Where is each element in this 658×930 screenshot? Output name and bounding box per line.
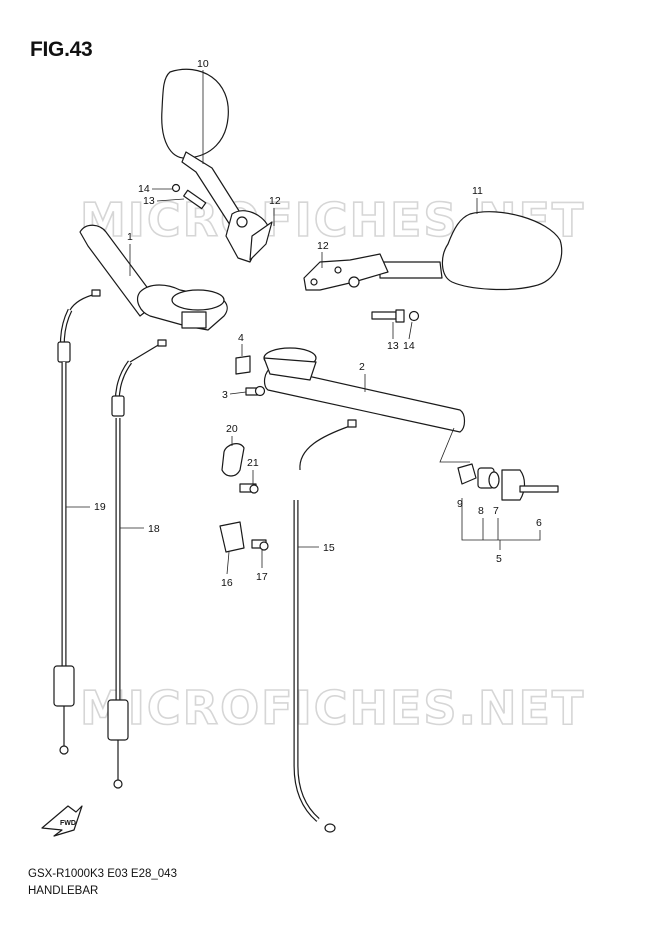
clamp-screw-17 [251,539,269,551]
cable-clip-20 [221,443,245,477]
figure-title: FIG.43 [30,38,93,61]
clip-screw-21 [239,483,259,494]
bar-end-clamp-4 [235,355,251,375]
clutch-cable-15 [293,419,357,833]
mirror-bolt-14-13-upper [171,183,207,210]
clamp-bolt-3 [245,385,266,397]
left-handlebar [79,224,228,331]
bar-end-break-leader [439,427,470,463]
callout-16: 16 [221,577,233,589]
callout-12-left: 12 [269,195,281,207]
diagram-name: HANDLEBAR [28,885,99,897]
callout-2: 2 [359,361,365,373]
bar-end-bracket-stems [482,518,501,550]
callout-1: 1 [127,231,133,243]
right-mirror [303,211,563,291]
callout-20: 20 [226,423,238,435]
callout-21: 21 [247,457,259,469]
right-handlebar [263,347,466,433]
callout-15: 15 [323,542,335,554]
callout-10: 10 [197,58,209,70]
callout-14-upper: 14 [138,183,150,195]
forward-arrow-icon: FWD [41,805,83,837]
callout-3: 3 [222,389,228,401]
throttle-cable-18 [107,339,167,789]
callout-19: 19 [94,501,106,513]
mirror-bolt-13-14-lower [371,309,420,323]
bar-end-assembly [457,463,559,501]
watermark-bottom: MICROFICHES.NET [80,681,585,735]
callout-14-lower: 14 [403,340,415,352]
left-mirror [161,68,273,263]
cable-clamp-16 [219,521,245,553]
callout-9: 9 [457,498,463,510]
bar-end-bracket [461,498,541,541]
callout-5: 5 [496,553,502,565]
callout-13-lower: 13 [387,340,399,352]
throttle-cable-19 [53,289,101,755]
callout-17: 17 [256,571,268,583]
callout-11: 11 [472,185,483,197]
callout-8: 8 [478,505,484,517]
callout-13-upper: 13 [143,195,155,207]
callout-12-right: 12 [317,240,329,252]
fwd-label: FWD [60,820,76,827]
callouts: 10 14 13 12 11 1 12 13 14 4 2 3 20 21 9 … [66,58,542,589]
callout-4: 4 [238,332,244,344]
callout-18: 18 [148,523,160,535]
callout-7: 7 [493,505,499,517]
callout-6: 6 [536,517,542,529]
diagram-code: GSX-R1000K3 E03 E28_043 [28,868,177,880]
